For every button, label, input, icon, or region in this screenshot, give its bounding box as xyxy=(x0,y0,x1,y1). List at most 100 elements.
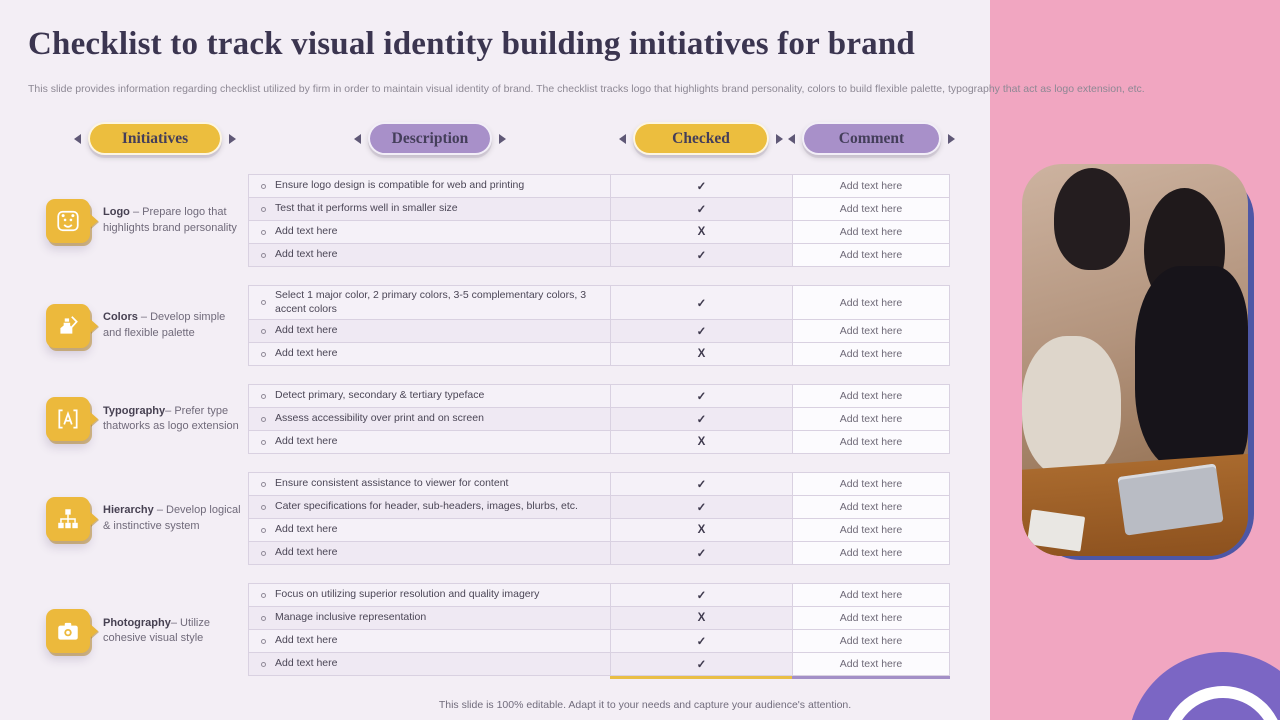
initiative-name: Colors xyxy=(103,311,138,324)
column-header-comment: Comment xyxy=(788,122,955,155)
checked-cell: ✓ xyxy=(610,244,792,267)
arrow-right-icon xyxy=(776,133,783,144)
description-cell: Manage inclusive representation xyxy=(248,607,610,631)
checked-cell: X xyxy=(610,431,792,455)
comment-cell[interactable]: Add text here xyxy=(792,519,950,543)
column-header-checked: Checked xyxy=(619,122,783,155)
table-row: Focus on utilizing superior resolution a… xyxy=(248,584,950,608)
page-title: Checklist to track visual identity build… xyxy=(28,26,915,62)
table-row: Detect primary, secondary & tertiary typ… xyxy=(248,385,950,409)
description-cell[interactable]: Add text here xyxy=(248,431,610,455)
checked-accent-bar xyxy=(610,676,792,680)
description-cell: Cater specifications for header, sub-hea… xyxy=(248,496,610,520)
column-header-description: Description xyxy=(354,122,506,155)
checked-cell: ✓ xyxy=(610,385,792,409)
description-cell[interactable]: Add text here xyxy=(248,519,610,543)
initiative-hierarchy: Hierarchy – Develop logical & instinctiv… xyxy=(46,496,248,541)
camera-icon xyxy=(46,609,98,654)
checklist-group-colors: Select 1 major color, 2 primary colors, … xyxy=(248,285,950,367)
table-row: Add text here ✓ Add text here xyxy=(248,542,950,566)
initiative-name: Photography xyxy=(103,616,171,629)
description-cell[interactable]: Add text here xyxy=(248,653,610,677)
arrow-left-icon xyxy=(788,133,795,144)
circle-bullet-icon xyxy=(261,439,266,445)
description-cell: Focus on utilizing superior resolution a… xyxy=(248,584,610,608)
circle-bullet-icon xyxy=(261,393,266,399)
table-row: Add text here ✓ Add text here xyxy=(248,630,950,654)
comment-cell[interactable]: Add text here xyxy=(792,542,950,566)
comment-cell[interactable]: Add text here xyxy=(792,607,950,631)
initiative-desc: – Prepare logo that highlights brand per… xyxy=(103,206,237,234)
description-cell[interactable]: Add text here xyxy=(248,630,610,654)
initiative-label: Photography– Utilize cohesive visual sty… xyxy=(103,616,245,647)
comment-cell[interactable]: Add text here xyxy=(792,584,950,608)
team-photo xyxy=(1022,164,1248,556)
comment-cell[interactable]: Add text here xyxy=(792,320,950,344)
comment-cell[interactable]: Add text here xyxy=(792,431,950,455)
chevron-right-icon xyxy=(90,318,98,333)
comment-cell[interactable]: Add text here xyxy=(792,630,950,654)
description-cell[interactable]: Add text here xyxy=(248,320,610,344)
table-row: Ensure logo design is compatible for web… xyxy=(248,175,950,198)
arrow-left-icon xyxy=(354,133,361,144)
hierarchy-icon xyxy=(46,496,98,541)
circle-bullet-icon xyxy=(261,229,266,235)
description-cell: Assess accessibility over print and on s… xyxy=(248,408,610,432)
checked-cell: X xyxy=(610,519,792,543)
description-cell[interactable]: Add text here xyxy=(248,542,610,566)
comment-cell[interactable]: Add text here xyxy=(792,653,950,677)
slide-subtitle: This slide provides information regardin… xyxy=(28,83,1145,95)
panda-logo-icon xyxy=(46,198,98,243)
table-row: Manage inclusive representation X Add te… xyxy=(248,607,950,631)
arrow-right-icon xyxy=(948,133,955,144)
table-row: Add text here X Add text here xyxy=(248,221,950,244)
comment-cell[interactable]: Add text here xyxy=(792,175,950,198)
table-row: Add text here X Add text here xyxy=(248,431,950,455)
comment-cell[interactable]: Add text here xyxy=(792,473,950,497)
initiative-name: Hierarchy xyxy=(103,504,154,517)
initiative-desc: – Prefer type thatworks as logo extensio… xyxy=(103,404,239,433)
circle-bullet-icon xyxy=(261,183,266,189)
typography-icon xyxy=(46,397,98,442)
comment-cell[interactable]: Add text here xyxy=(792,286,950,321)
checked-cell: ✓ xyxy=(610,653,792,677)
initiative-label: Typography– Prefer type thatworks as log… xyxy=(103,404,245,435)
comment-cell[interactable]: Add text here xyxy=(792,198,950,221)
checked-cell: ✓ xyxy=(610,320,792,344)
description-cell: Detect primary, secondary & tertiary typ… xyxy=(248,385,610,409)
comment-cell[interactable]: Add text here xyxy=(792,496,950,520)
initiative-label: Logo – Prepare logo that highlights bran… xyxy=(103,205,245,236)
chevron-right-icon xyxy=(90,511,98,526)
circle-bullet-icon xyxy=(261,351,266,357)
initiative-label: Hierarchy – Develop logical & instinctiv… xyxy=(103,503,245,534)
arrow-left-icon xyxy=(74,133,81,144)
editable-note: This slide is 100% editable. Adapt it to… xyxy=(438,699,852,711)
comment-cell[interactable]: Add text here xyxy=(792,244,950,267)
comment-accent-bar xyxy=(792,676,950,680)
table-row: Add text here ✓ Add text here xyxy=(248,653,950,677)
checked-cell: X xyxy=(610,221,792,244)
comment-cell[interactable]: Add text here xyxy=(792,221,950,244)
arrow-right-icon xyxy=(229,133,236,144)
circle-bullet-icon xyxy=(261,615,266,621)
initiative-photography: Photography– Utilize cohesive visual sty… xyxy=(46,609,248,654)
initiative-logo: Logo – Prepare logo that highlights bran… xyxy=(46,198,248,243)
arrow-left-icon xyxy=(619,133,626,144)
circle-bullet-icon xyxy=(261,206,266,212)
checked-cell: ✓ xyxy=(610,286,792,321)
checked-cell: ✓ xyxy=(610,175,792,198)
comment-cell[interactable]: Add text here xyxy=(792,343,950,367)
checklist-group-typography: Detect primary, secondary & tertiary typ… xyxy=(248,384,950,455)
table-row: Cater specifications for header, sub-hea… xyxy=(248,496,950,520)
description-cell[interactable]: Add text here xyxy=(248,244,610,267)
table-row: Add text here ✓ Add text here xyxy=(248,320,950,344)
description-cell: Ensure consistent assistance to viewer f… xyxy=(248,473,610,497)
description-cell[interactable]: Add text here xyxy=(248,221,610,244)
description-cell: Ensure logo design is compatible for web… xyxy=(248,175,610,198)
initiative-name: Logo xyxy=(103,206,130,219)
description-cell[interactable]: Add text here xyxy=(248,343,610,367)
comment-cell[interactable]: Add text here xyxy=(792,408,950,432)
checked-cell: ✓ xyxy=(610,630,792,654)
comment-cell[interactable]: Add text here xyxy=(792,385,950,409)
